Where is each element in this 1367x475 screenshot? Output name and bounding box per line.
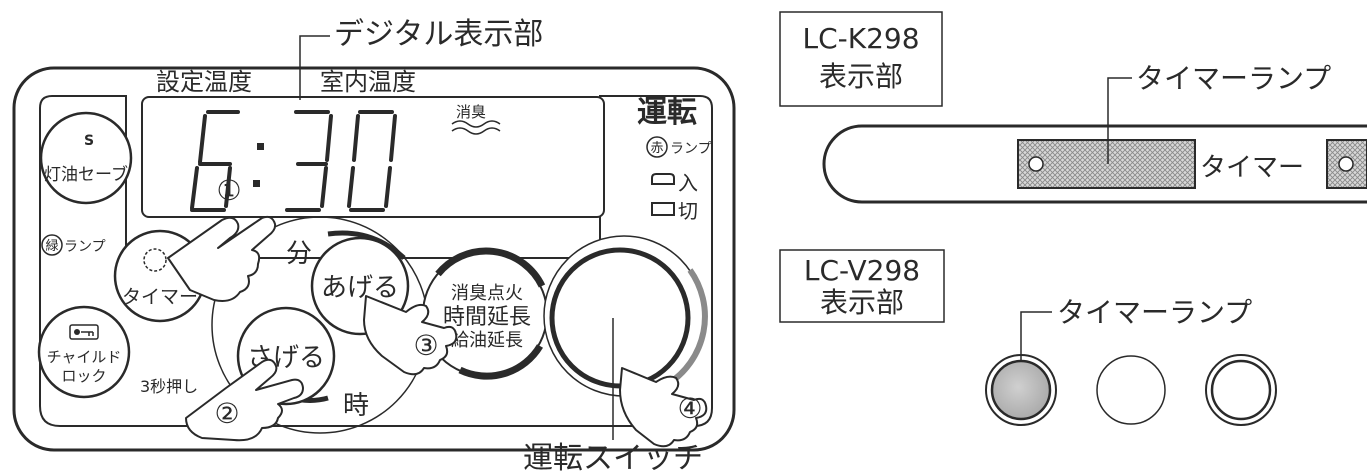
kerosene-save-label: 灯油セーブ	[44, 164, 128, 185]
room-temp-header: 室内温度	[320, 68, 416, 96]
minute-label: 分	[286, 239, 312, 269]
extend-line-3: 給油延長	[451, 330, 523, 351]
kerosene-save-icon: S	[84, 133, 94, 149]
hand-pointer-3	[363, 295, 458, 376]
model-v-name: LC-V298	[804, 254, 920, 287]
run-switch-shadow	[666, 268, 708, 387]
up-button-label: あげる	[321, 273, 399, 303]
digital-display-callout: デジタル表示部	[334, 17, 543, 52]
extend-button[interactable]: 消臭点火 時間延長 給油延長	[422, 247, 548, 380]
lcd-digit-0	[347, 110, 397, 212]
panel-inner-frame	[39, 95, 713, 427]
model-v-lamp-3	[1205, 354, 1277, 426]
hold-3sec-hint: 3秒押し	[140, 377, 198, 396]
red-marker-text: 赤	[650, 141, 663, 156]
key-icon	[69, 324, 99, 340]
model-k-label-box	[779, 11, 943, 107]
model-k-name: LC-K298	[802, 22, 919, 55]
set-temp-header: 設定温度	[156, 68, 252, 96]
model-v-subtitle: 表示部	[820, 286, 904, 319]
child-lock-line-1: チャイルド	[47, 348, 122, 366]
model-k-timer-lamp-leader	[1107, 77, 1132, 164]
step-4-marker: ④	[677, 392, 702, 425]
model-k-subtitle: 表示部	[819, 60, 903, 93]
lcd-colon	[253, 143, 264, 187]
model-k-next-lamp	[1326, 139, 1367, 189]
model-k-timer-text: タイマー	[1200, 153, 1304, 183]
extend-line-2: 時間延長	[443, 305, 531, 330]
run-switch-callout: 運転スイッチ	[523, 441, 703, 475]
run-lamp-label: ランプ	[670, 141, 712, 157]
on-label: 入	[678, 171, 698, 195]
hand-pointer-2	[185, 358, 304, 442]
red-lamp-marker	[646, 136, 668, 158]
clock-icon	[143, 248, 167, 272]
hour-label: 時	[343, 391, 369, 421]
model-k-section: LC-K298 表示部 タイマー タイマーランプ	[779, 11, 1367, 204]
off-label: 切	[678, 199, 698, 223]
model-v-timer-lamp	[985, 354, 1057, 426]
run-title: 運転	[637, 95, 697, 130]
green-marker-text: 緑	[45, 239, 58, 254]
model-k-timer-lamp-callout: タイマーランプ	[1136, 62, 1331, 95]
on-switch-icon	[651, 173, 675, 185]
step-1-marker: ①	[216, 174, 241, 207]
minute-arc	[327, 230, 406, 260]
green-lamp-marker	[41, 234, 63, 256]
child-lock-button[interactable]: チャイルド ロック	[37, 305, 131, 399]
kerosene-save-button[interactable]: S 灯油セーブ	[39, 111, 133, 205]
step-2-marker: ②	[214, 397, 239, 430]
digital-display-leader	[299, 35, 330, 100]
deodor-wave-icon	[451, 120, 501, 135]
extend-line-1: 消臭点火	[451, 283, 523, 304]
model-v-lamp-2	[1096, 355, 1166, 425]
timer-lamp-label: ランプ	[64, 239, 106, 255]
model-v-section: LC-V298 表示部 タイマーランプ	[779, 249, 1277, 426]
model-v-timer-lamp-leader	[1020, 311, 1052, 360]
run-switch[interactable]	[543, 235, 708, 397]
lcd-digit-3	[285, 110, 333, 212]
model-v-timer-lamp-callout: タイマーランプ	[1057, 296, 1252, 329]
model-k-lamp-dot	[1028, 156, 1044, 172]
off-switch-icon	[651, 202, 675, 216]
model-k-timer-lamp	[1017, 139, 1196, 189]
deodor-indicator: 消臭	[456, 103, 486, 121]
lcd-screen	[141, 96, 605, 218]
lcd-digit-6	[190, 110, 240, 212]
timer-button-label: タイマー	[122, 286, 198, 308]
hand-pointer-4	[619, 367, 708, 448]
step-3-marker: ③	[413, 329, 438, 362]
hand-pointer-1	[167, 215, 277, 302]
child-lock-line-2: ロック	[61, 367, 106, 385]
model-k-next-lamp-dot	[1338, 156, 1354, 172]
model-v-label-box	[779, 249, 945, 323]
extend-button-ring	[435, 247, 546, 380]
control-panel: 設定温度 室内温度 消臭 運転 赤 ランプ 入 切 S 灯油	[12, 66, 736, 452]
